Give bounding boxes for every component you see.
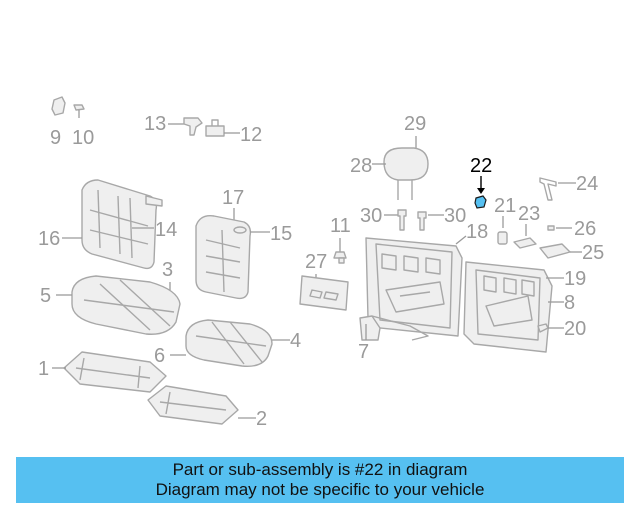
callout-11[interactable]: 11: [330, 215, 351, 237]
part-24-lever: [539, 177, 557, 201]
part-23-pad: [513, 237, 537, 249]
callout-15[interactable]: 15: [270, 223, 292, 245]
callout-14[interactable]: 14: [155, 219, 177, 241]
callout-21[interactable]: 21: [494, 195, 516, 217]
callout-7[interactable]: 7: [358, 341, 369, 363]
part-22-highlighted: [474, 195, 487, 209]
part-8-seatback-panel: [463, 261, 553, 353]
part-25-handle: [539, 243, 571, 259]
banner-line-2: Diagram may not be specific to your vehi…: [155, 480, 485, 499]
part-13-hinge: [183, 117, 203, 136]
callout-3[interactable]: 3: [162, 259, 173, 281]
callout-12[interactable]: 12: [240, 124, 262, 146]
callout-24[interactable]: 24: [576, 173, 598, 195]
banner-line-1: Part or sub-assembly is #22 in diagram: [172, 460, 468, 479]
part-18-seatback-frame: [365, 237, 463, 337]
info-banner: Part or sub-assembly is #22 in diagram D…: [16, 457, 624, 503]
callout-27[interactable]: 27: [305, 251, 327, 273]
callout-19[interactable]: 19: [564, 268, 586, 290]
part-7-pivot-bracket: [359, 315, 429, 341]
callout-30a[interactable]: 30: [360, 205, 382, 227]
callout-18[interactable]: 18: [466, 221, 488, 243]
part-15-seatback: [195, 215, 252, 300]
callout-6[interactable]: 6: [154, 345, 165, 367]
part-4-seat-cushion: [185, 319, 273, 367]
part-30-guide-right: [417, 211, 427, 231]
part-26-pin: [547, 225, 555, 231]
callout-22[interactable]: 22: [470, 155, 492, 177]
part-27-latch-plate: [299, 275, 349, 311]
callout-10[interactable]: 10: [72, 127, 94, 149]
callout-2[interactable]: 2: [256, 408, 267, 430]
callout-13[interactable]: 13: [144, 113, 166, 135]
part-21-cap: [497, 231, 508, 245]
callout-9[interactable]: 9: [50, 127, 61, 149]
callout-1[interactable]: 1: [38, 358, 49, 380]
callout-26[interactable]: 26: [574, 218, 596, 240]
callout-20[interactable]: 20: [564, 318, 586, 340]
part-10-clip: [73, 104, 85, 118]
callout-25[interactable]: 25: [582, 242, 604, 264]
callout-8[interactable]: 8: [564, 292, 575, 314]
part-14-rear-seatback: [81, 179, 163, 270]
callout-23[interactable]: 23: [518, 203, 540, 225]
callout-30b[interactable]: 30: [444, 205, 466, 227]
callout-16[interactable]: 16: [38, 228, 60, 250]
part-2-seat-frame: [147, 385, 239, 425]
callout-5[interactable]: 5: [40, 285, 51, 307]
callout-17[interactable]: 17: [222, 187, 244, 209]
callout-4[interactable]: 4: [290, 330, 301, 352]
part-28-headrest: [383, 147, 429, 200]
part-11-bolt: [333, 251, 347, 264]
part-12-bracket: [205, 119, 225, 137]
callout-29[interactable]: 29: [404, 113, 426, 135]
part-9-clip: [51, 96, 66, 116]
part-1-seat-frame: [63, 351, 167, 393]
part-30-guide-left: [397, 209, 407, 231]
callout-28[interactable]: 28: [350, 155, 372, 177]
part-3-seat-cushion: [71, 275, 181, 335]
